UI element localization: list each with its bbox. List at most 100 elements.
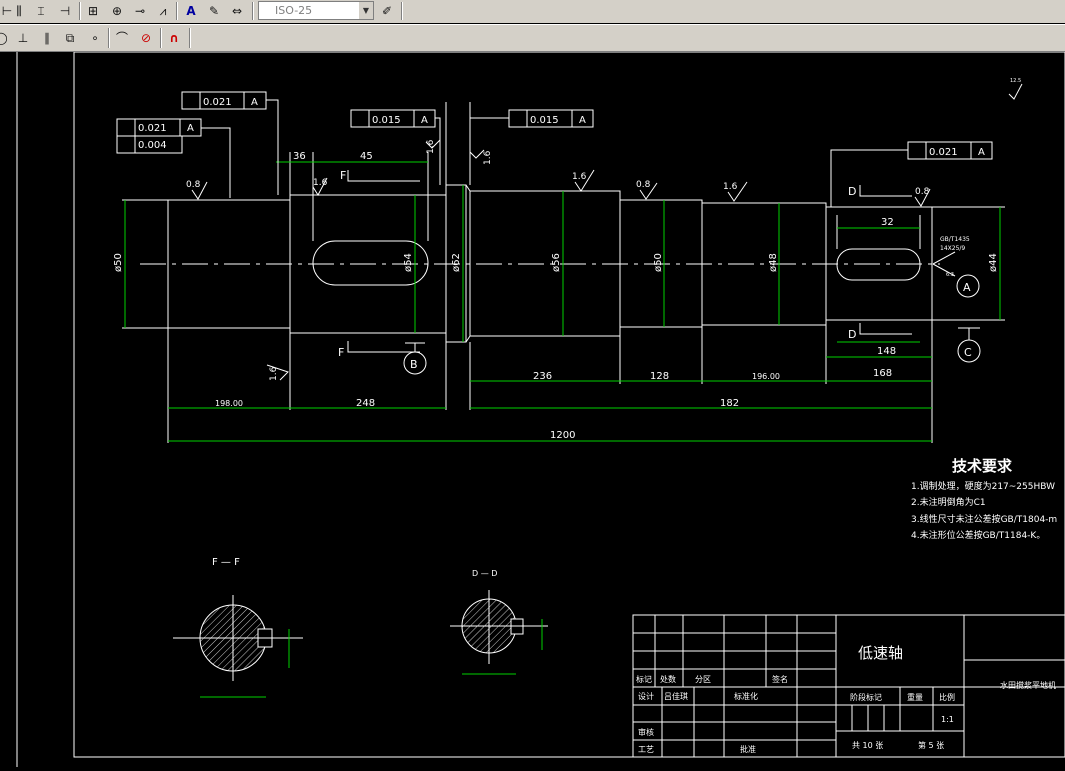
tb-review: 审核	[638, 727, 654, 737]
rough-label-5: 1.6	[723, 182, 738, 192]
toolbar-separator	[401, 2, 403, 20]
rough-label-7: 1.6	[269, 366, 279, 381]
dia-50b: ø50	[653, 253, 664, 272]
tol-value-1: 0.021	[203, 97, 232, 108]
dim-text-edit-icon[interactable]: A	[186, 4, 196, 18]
tb-weight: 重量	[907, 692, 923, 702]
keyway-2	[836, 248, 921, 281]
dim-198: 198.00	[215, 399, 243, 408]
snap-settings-icon[interactable]: ∩	[169, 31, 179, 45]
tol-value-5: 0.015	[530, 115, 559, 126]
toolbar-separator	[252, 2, 254, 20]
dim-1200: 1200	[550, 430, 575, 441]
dim-45: 45	[360, 151, 373, 162]
dim-248: 248	[356, 398, 375, 409]
tech-title: 技术要求	[952, 457, 1013, 475]
dim-update-icon[interactable]: ⇔	[231, 4, 243, 18]
tb-approve: 批准	[740, 744, 756, 754]
title-block	[632, 614, 1065, 758]
dia-62: ø62	[451, 253, 462, 272]
dim-148: 148	[877, 346, 896, 357]
section-view-ff: F — F	[173, 557, 303, 698]
tolerance-icon[interactable]: ⊞	[87, 4, 99, 18]
rough-label-11: 6.3	[946, 272, 954, 278]
tb-total: 共 10 张	[852, 741, 883, 750]
object-snap-toolbar: ◯ ⊥ ∥ ⧉ ∘ ⌒ ⊘ ∩	[0, 24, 1065, 52]
dim-style-icon[interactable]: ✐	[381, 4, 393, 18]
section-mark-f1: F	[340, 169, 346, 182]
section-mark-d2: D	[848, 328, 856, 341]
dim-196: 196.00	[752, 372, 780, 381]
drawing-frame	[73, 51, 1065, 758]
dimension-lines	[124, 161, 1001, 442]
dimstyle-value: ISO-25	[275, 4, 313, 17]
datum-a-bubble	[956, 274, 980, 298]
shaft-drawing: 1200 198.00 248 182 236 128 196.00 168 1…	[16, 51, 1065, 767]
snap-perpendicular-icon[interactable]: ⊥	[17, 31, 29, 45]
dim-continue-icon[interactable]: ⊢	[1, 4, 13, 18]
datum-ref-5: A	[978, 147, 985, 158]
rough-label-8: 1.6	[426, 139, 436, 154]
drawing-canvas[interactable]: 1200 198.00 248 182 236 128 196.00 168 1…	[0, 51, 1065, 767]
dim-128: 128	[650, 371, 669, 382]
tech-item-3: 3.线性尺寸未注公差按GB/T1804-m	[911, 513, 1057, 525]
dia-56: ø56	[551, 253, 562, 272]
datum-a-label: A	[963, 281, 971, 294]
tb-mark: 标记	[636, 674, 652, 684]
rough-label-2: 1.6	[313, 178, 328, 188]
dim-quick-icon[interactable]: ⫼	[16, 4, 22, 18]
tech-item-1: 1.调制处理，硬度为217~255HBW	[911, 480, 1055, 492]
dia-44: ø44	[988, 253, 999, 272]
dim-36: 36	[293, 151, 306, 162]
rough-label-1: 0.8	[186, 180, 201, 190]
dim-168: 168	[873, 368, 892, 379]
section-mark-f2: F	[338, 346, 344, 359]
snap-circle-icon[interactable]: ◯	[0, 31, 8, 45]
rough-label-6: 0.8	[915, 187, 930, 197]
dim-32: 32	[881, 217, 894, 228]
rough-label-10: 12.5	[1010, 78, 1021, 84]
project-name: 水田搅浆平地机	[1000, 680, 1056, 690]
dimension-toolbar: ⊢ ⫼ ⌶ ⊣ ⊞ ⊕ ⊸ ⩘ A ✎ ⇔ ISO-25 ▼ ✐	[0, 0, 1065, 23]
tb-scale-value: 1:1	[941, 715, 954, 724]
section-view-dd: D — D	[450, 569, 548, 675]
toolbar-separator	[108, 28, 110, 48]
dim-baseline-icon[interactable]: ⌶	[37, 4, 45, 18]
part-name: 低速轴	[858, 644, 903, 662]
toolbar-separator	[189, 28, 191, 48]
dim-inspect-icon[interactable]: ⩘	[159, 4, 167, 18]
snap-none-icon[interactable]: ⊘	[140, 31, 152, 45]
chevron-down-icon[interactable]: ▼	[359, 2, 373, 19]
datum-ref-4: A	[579, 115, 586, 126]
dia-50: ø50	[113, 253, 124, 272]
dim-236: 236	[533, 371, 552, 382]
keyway-note-1: GB/T1435	[940, 236, 970, 243]
snap-parallel-icon[interactable]: ∥	[44, 31, 50, 45]
tb-design: 设计	[638, 691, 654, 701]
snap-insert-icon[interactable]: ⧉	[65, 31, 75, 45]
toolbar-separator	[79, 2, 81, 20]
dia-48: ø48	[768, 253, 779, 272]
toolbar-separator	[176, 2, 178, 20]
dim-center-icon[interactable]: ⊕	[111, 4, 123, 18]
dim-jogged-icon[interactable]: ⊸	[134, 4, 146, 18]
datum-ref-2: A	[187, 123, 194, 134]
tb-sign: 签名	[772, 674, 788, 684]
datum-c-label: C	[964, 346, 972, 359]
tb-sheet: 第 5 张	[918, 740, 944, 750]
rough-label-9: 1.6	[483, 150, 493, 165]
snap-node-icon[interactable]: ∘	[91, 31, 99, 45]
toolbar-separator	[160, 28, 162, 48]
tech-item-2: 2.未注明倒角为C1	[911, 496, 986, 508]
dim-text-align-icon[interactable]: ✎	[208, 4, 220, 18]
tb-stage: 阶段标记	[850, 692, 882, 702]
dim-edit-icon[interactable]: ⊣	[59, 4, 71, 18]
datum-ref-3: A	[421, 115, 428, 126]
snap-nearest-icon[interactable]: ⌒	[115, 31, 128, 45]
dimstyle-select[interactable]: ISO-25 ▼	[258, 1, 374, 20]
datum-b-label: B	[410, 358, 418, 371]
roughness-symbols	[191, 83, 1023, 381]
tb-count: 处数	[660, 674, 676, 684]
rough-label-4: 0.8	[636, 180, 651, 190]
tb-zone: 分区	[695, 675, 711, 684]
